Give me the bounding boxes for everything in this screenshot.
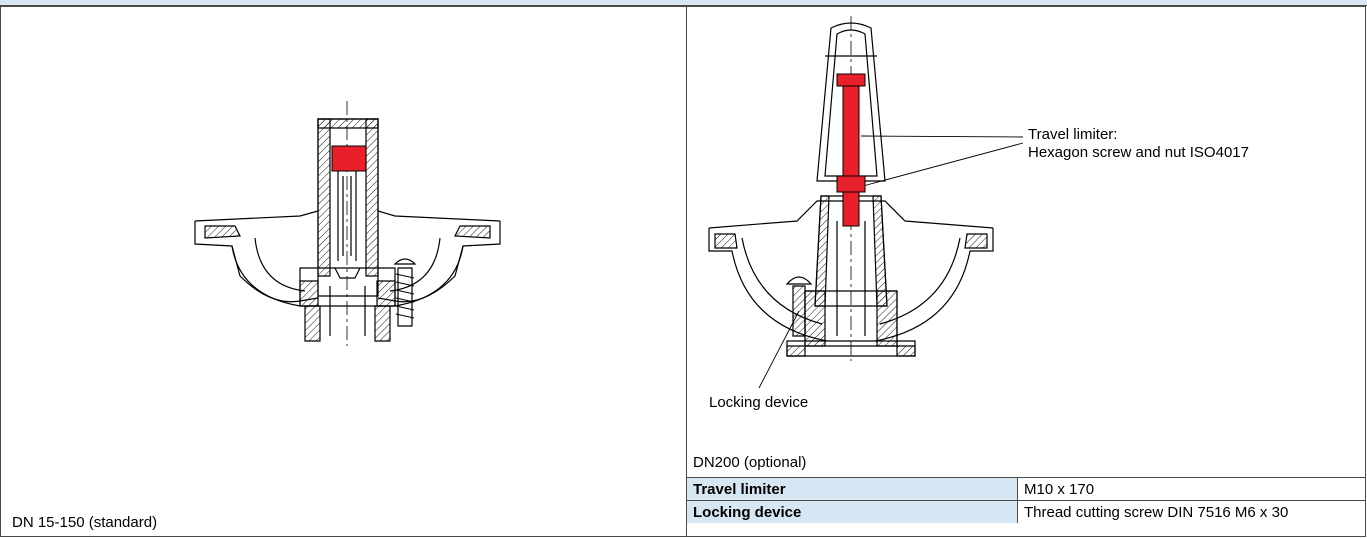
handwheel-section-drawing-standard bbox=[194, 101, 501, 346]
table-row: Locking device Thread cutting screw DIN … bbox=[687, 500, 1366, 523]
travel-limiter-nut-highlight bbox=[331, 145, 367, 172]
travel-limiter-nut-highlight bbox=[836, 175, 866, 193]
spec-value: M10 x 170 bbox=[1017, 477, 1366, 501]
spec-label: Travel limiter bbox=[687, 477, 1018, 501]
table-row: Travel limiter M10 x 170 bbox=[687, 477, 1366, 501]
caption-optional: DN200 (optional) bbox=[693, 454, 807, 471]
travel-limiter-screw-head-highlight bbox=[836, 73, 866, 87]
drawing-cell-optional: Travel limiter: Hexagon screw and nut IS… bbox=[687, 6, 1366, 537]
callout-travel-limiter-line2: Hexagon screw and nut ISO4017 bbox=[1028, 144, 1249, 161]
handwheel-section-drawing-dn200: Travel limiter: Hexagon screw and nut IS… bbox=[708, 16, 1249, 411]
callout-locking-device: Locking device bbox=[709, 394, 808, 411]
spec-label: Locking device bbox=[687, 500, 1018, 523]
header-band bbox=[0, 0, 1367, 6]
column-divider bbox=[686, 6, 687, 537]
spec-value: Thread cutting screw DIN 7516 M6 x 30 bbox=[1017, 500, 1366, 523]
caption-standard: DN 15-150 (standard) bbox=[12, 514, 158, 531]
drawing-cell-standard: DN 15-150 (standard) bbox=[0, 6, 686, 537]
outer-frame bbox=[0, 6, 1366, 537]
callout-travel-limiter-line1: Travel limiter: bbox=[1028, 126, 1117, 143]
spec-table: Travel limiter M10 x 170 Locking device … bbox=[687, 477, 1366, 523]
